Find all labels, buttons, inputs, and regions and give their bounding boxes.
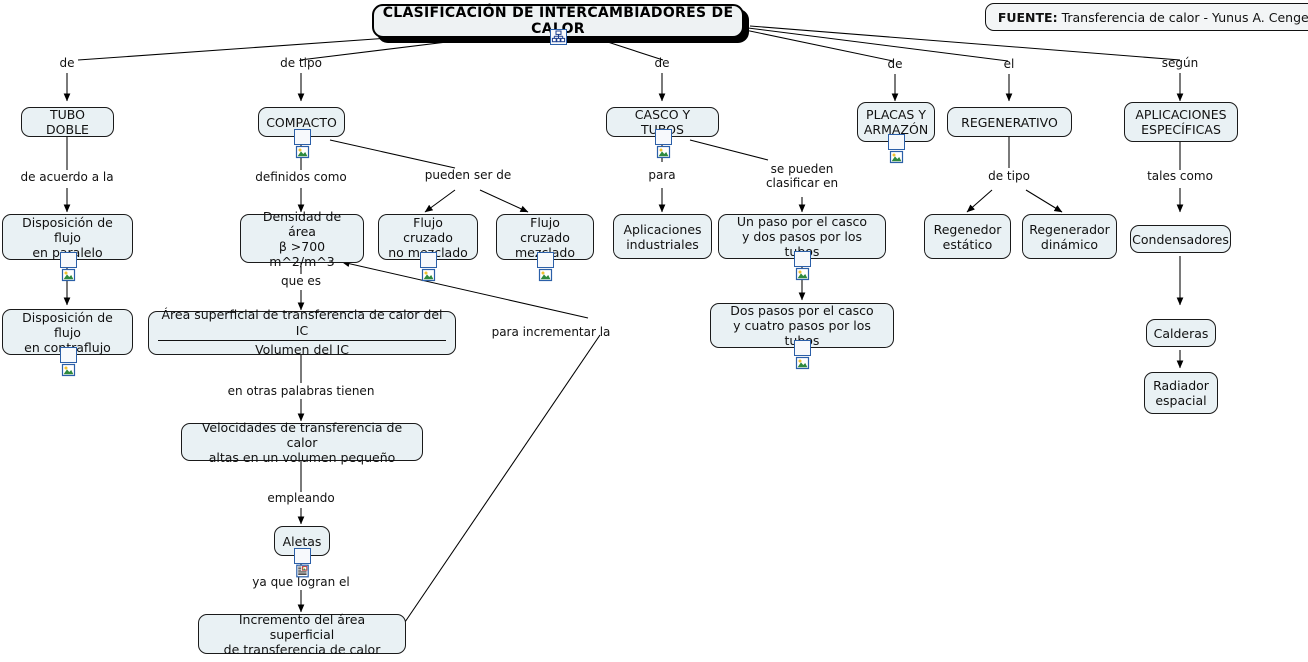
link-label-en-otras-palabras-tienen: en otras palabras tienen <box>227 384 375 398</box>
link-label-definidos-como: definidos como <box>255 170 347 184</box>
node-tubo-doble[interactable]: TUBO DOBLE <box>21 107 114 137</box>
node-aletas[interactable]: Aletas <box>274 526 330 578</box>
source-text: Transferencia de calor - Yunus A. Cengel <box>1061 9 1308 25</box>
picture-icon[interactable] <box>794 251 811 281</box>
link-label-para-incrementar-la: para incrementar la <box>491 325 611 339</box>
fraction-numerator: Área superficial de transferencia de cal… <box>158 307 446 341</box>
node-label: COMPACTO <box>266 114 337 130</box>
node-casco-y-tubos[interactable]: CASCO Y TUBOS <box>606 107 719 159</box>
node-label: APLICACIONES ESPECÍFICAS <box>1135 107 1227 137</box>
node-velocidades-transferencia[interactable]: Velocidades de transferencia de calor al… <box>181 420 423 465</box>
node-label: TUBO DOBLE <box>46 107 89 137</box>
node-aplicaciones-industriales[interactable]: Aplicaciones industriales <box>613 214 712 259</box>
picture-icon[interactable] <box>654 129 672 159</box>
node-flujo-cruzado-mezclado[interactable]: Flujo cruzado mezclado <box>496 214 594 282</box>
node-fraccion-densidad-area[interactable]: Área superficial de transferencia de cal… <box>148 307 456 357</box>
concept-map-icon[interactable] <box>550 29 567 45</box>
node-regenerador-dinamico[interactable]: Regenerador dinámico <box>1022 214 1117 259</box>
node-label: Velocidades de transferencia de calor al… <box>201 419 403 465</box>
node-label: Aplicaciones industriales <box>623 221 702 252</box>
node-label: Aletas <box>282 533 322 549</box>
source-citation: FUENTE: Transferencia de calor - Yunus A… <box>985 3 1308 31</box>
node-disposicion-flujo-contraflujo[interactable]: Disposición de flujo en contraflujo <box>2 309 133 377</box>
node-label: Regenedor estático <box>933 221 1002 252</box>
link-label-el: el <box>1003 57 1015 71</box>
node-label: Regenerador dinámico <box>1029 221 1110 252</box>
picture-icon[interactable] <box>59 252 77 282</box>
link-label-tales-como: tales como <box>1147 169 1213 183</box>
node-flujo-cruzado-no-mezclado[interactable]: Flujo cruzado no mezclado <box>378 214 478 282</box>
fraction-denominator: Volumen del IC <box>255 342 349 357</box>
node-dos-pasos-casco[interactable]: Dos pasos por el casco y cuatro pasos po… <box>710 303 894 370</box>
node-calderas[interactable]: Calderas <box>1146 319 1216 347</box>
picture-icon[interactable] <box>794 340 811 370</box>
picture-icon[interactable] <box>420 252 437 282</box>
node-incremento-area-superficial[interactable]: Incremento del área superficial de trans… <box>198 611 406 657</box>
picture-icon[interactable] <box>537 252 554 282</box>
node-densidad-de-area[interactable]: Densidad de área β >700 m^2/m^3 <box>240 209 364 269</box>
picture-icon[interactable] <box>59 347 77 377</box>
link-label-segun: según <box>1161 56 1199 70</box>
node-label: Un paso por el casco y dos pasos por los… <box>736 214 868 259</box>
link-label-de-tipo-1: de tipo <box>280 56 322 70</box>
node-radiador-espacial[interactable]: Radiador espacial <box>1144 372 1218 414</box>
node-label: Calderas <box>1153 325 1209 341</box>
node-label: Condensadores <box>1132 231 1229 247</box>
node-disposicion-flujo-paralelo[interactable]: Disposición de flujo en paralelo <box>2 214 133 282</box>
node-label: PLACAS Y ARMAZÓN <box>863 107 929 137</box>
node-compacto[interactable]: COMPACTO <box>258 107 345 159</box>
node-un-paso-casco[interactable]: Un paso por el casco y dos pasos por los… <box>718 214 886 281</box>
source-prefix: FUENTE: <box>997 9 1058 25</box>
node-label: Radiador espacial <box>1153 378 1209 408</box>
link-label-de-1: de <box>59 56 75 70</box>
link-label-de-tipo-2: de tipo <box>988 169 1030 183</box>
node-placas-y-armazon[interactable]: PLACAS Y ARMAZÓN <box>857 102 935 164</box>
link-label-que-es: que es <box>280 274 322 288</box>
link-label-se-pueden-clasificar-en: se pueden clasificar en <box>765 162 839 190</box>
link-label-de-2: de <box>654 56 670 70</box>
picture-icon[interactable] <box>293 129 311 159</box>
link-label-pueden-ser-de: pueden ser de <box>424 168 512 182</box>
node-aplicaciones-especificas[interactable]: APLICACIONES ESPECÍFICAS <box>1124 102 1238 142</box>
node-label: Densidad de área β >700 m^2/m^3 <box>262 208 342 269</box>
node-label: Incremento del área superficial de trans… <box>223 611 381 657</box>
node-regenerativo[interactable]: REGENERATIVO <box>947 107 1072 137</box>
node-regenedor-estatico[interactable]: Regenedor estático <box>924 214 1011 259</box>
root-title-node[interactable]: CLASIFICACIÓN DE INTERCAMBIADORES DE CAL… <box>372 4 744 45</box>
link-label-para: para <box>648 168 676 182</box>
document-icon[interactable] <box>294 548 311 578</box>
link-label-ya-que-logran-el: ya que logran el <box>252 575 350 589</box>
link-label-de-acuerdo-a-la: de acuerdo a la <box>20 170 114 184</box>
picture-icon[interactable] <box>888 134 905 164</box>
node-label: Dos pasos por el casco y cuatro pasos po… <box>730 303 874 348</box>
link-label-de-3: de <box>887 57 903 71</box>
node-condensadores[interactable]: Condensadores <box>1130 225 1231 253</box>
node-label: REGENERATIVO <box>961 114 1058 130</box>
link-label-empleando: empleando <box>267 491 335 505</box>
